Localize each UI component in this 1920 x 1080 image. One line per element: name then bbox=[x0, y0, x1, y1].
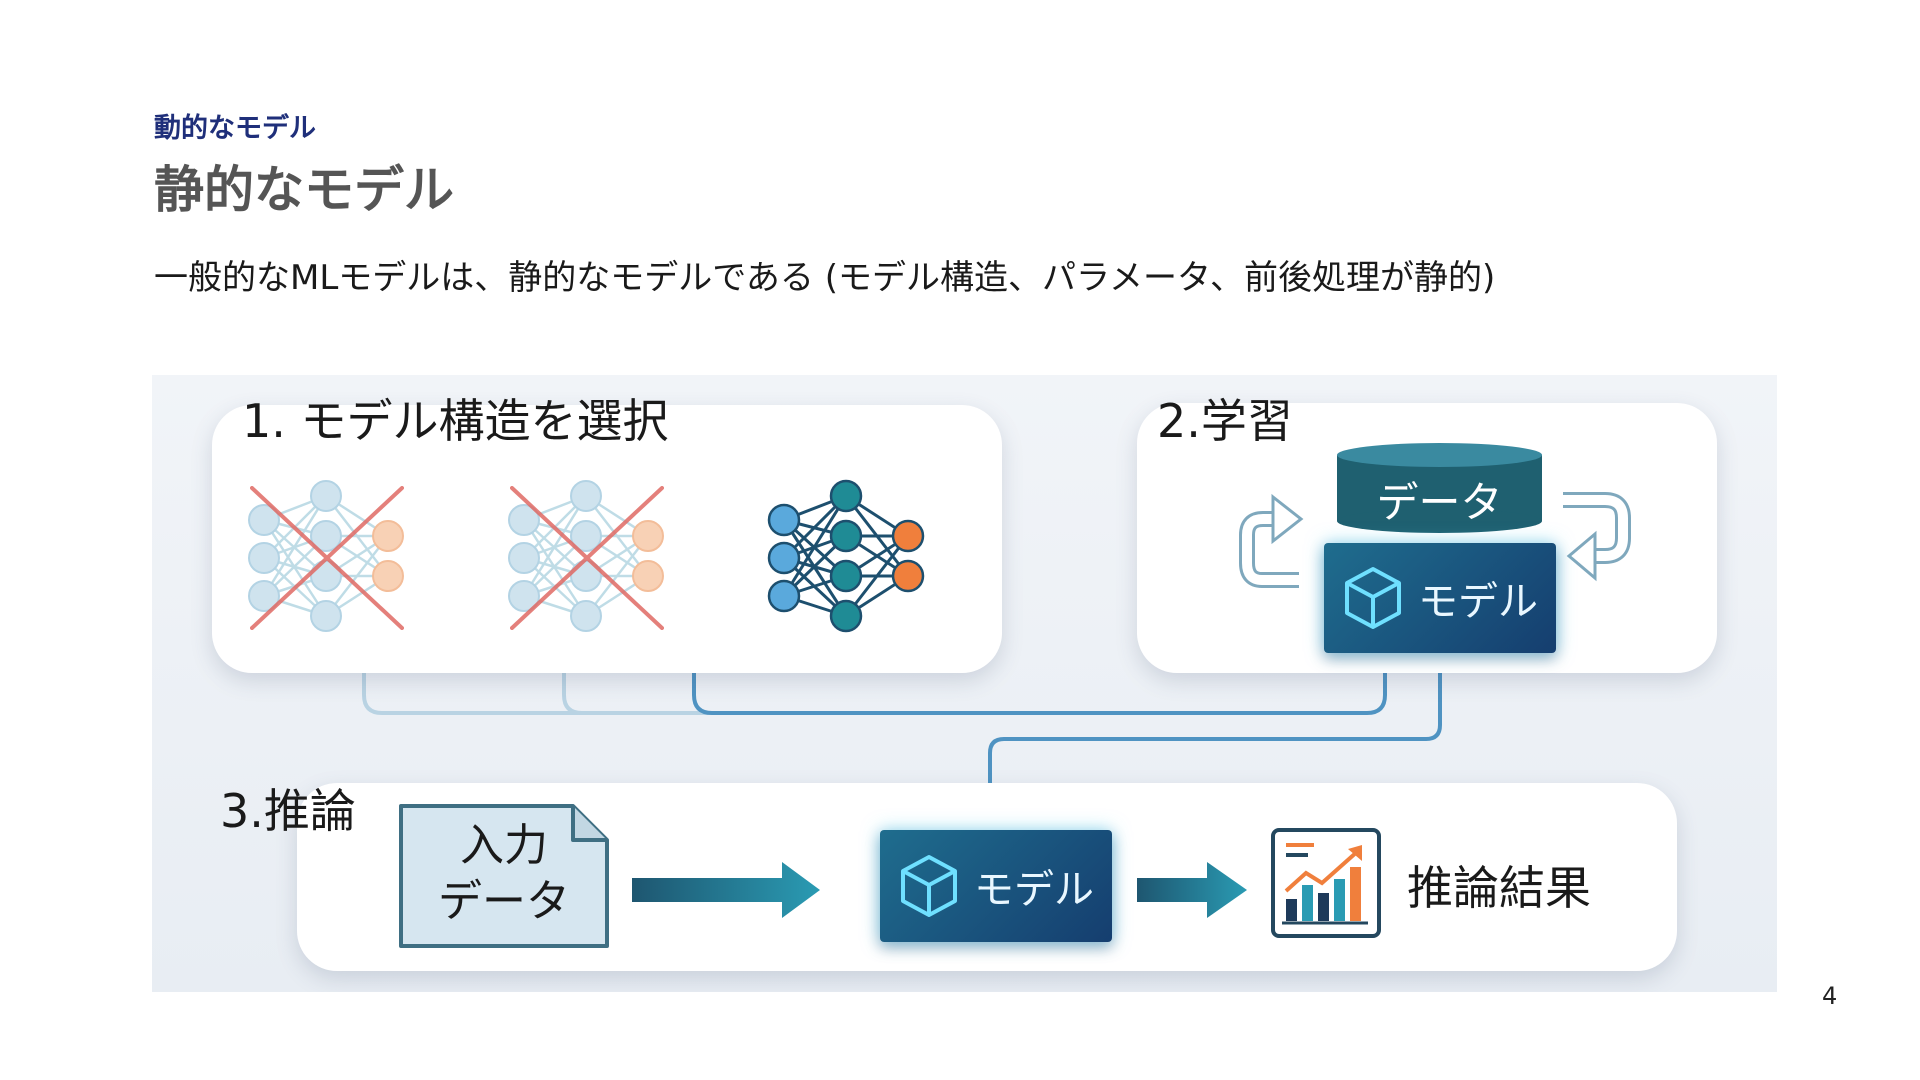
static-model-diagram: 1. モデル構造を選択 bbox=[152, 375, 1777, 992]
page-number: 4 bbox=[1822, 982, 1838, 1010]
section-eyebrow: 動的なモデル bbox=[154, 113, 316, 144]
input-label-line1: 入力 bbox=[460, 820, 548, 871]
bar-chart-icon bbox=[1271, 828, 1381, 938]
arrow-right-icon bbox=[632, 862, 820, 918]
inference-model-label: モデル bbox=[974, 867, 1094, 913]
step3-title: 3.推論 bbox=[220, 775, 356, 841]
training-model-box: モデル bbox=[1324, 543, 1556, 653]
inference-model-box: モデル bbox=[880, 830, 1112, 942]
data-label: データ bbox=[1376, 478, 1503, 527]
rejected-network-1 bbox=[248, 480, 404, 632]
page-subtitle: 一般的なMLモデルは、静的なモデルである (モデル構造、パラメータ、前後処理が静… bbox=[154, 258, 1496, 298]
cycle-arrow-left-icon bbox=[1239, 493, 1304, 588]
cube-icon bbox=[901, 855, 957, 917]
inference-result-label: 推論結果 bbox=[1407, 861, 1591, 915]
step2-title: 2.学習 bbox=[1157, 385, 1293, 451]
input-data-document: 入力 データ bbox=[395, 800, 613, 952]
input-label-line2: データ bbox=[438, 876, 570, 927]
rejected-network-2 bbox=[508, 480, 664, 632]
page-title: 静的なモデル bbox=[154, 161, 454, 219]
training-model-label: モデル bbox=[1418, 579, 1538, 625]
cube-icon bbox=[1345, 567, 1401, 629]
arrow-right-icon bbox=[1137, 862, 1247, 918]
cycle-arrow-right-icon bbox=[1563, 492, 1631, 582]
data-database: データ bbox=[1337, 443, 1542, 533]
step1-title: 1. モデル構造を選択 bbox=[242, 385, 669, 451]
selected-network bbox=[767, 479, 925, 633]
